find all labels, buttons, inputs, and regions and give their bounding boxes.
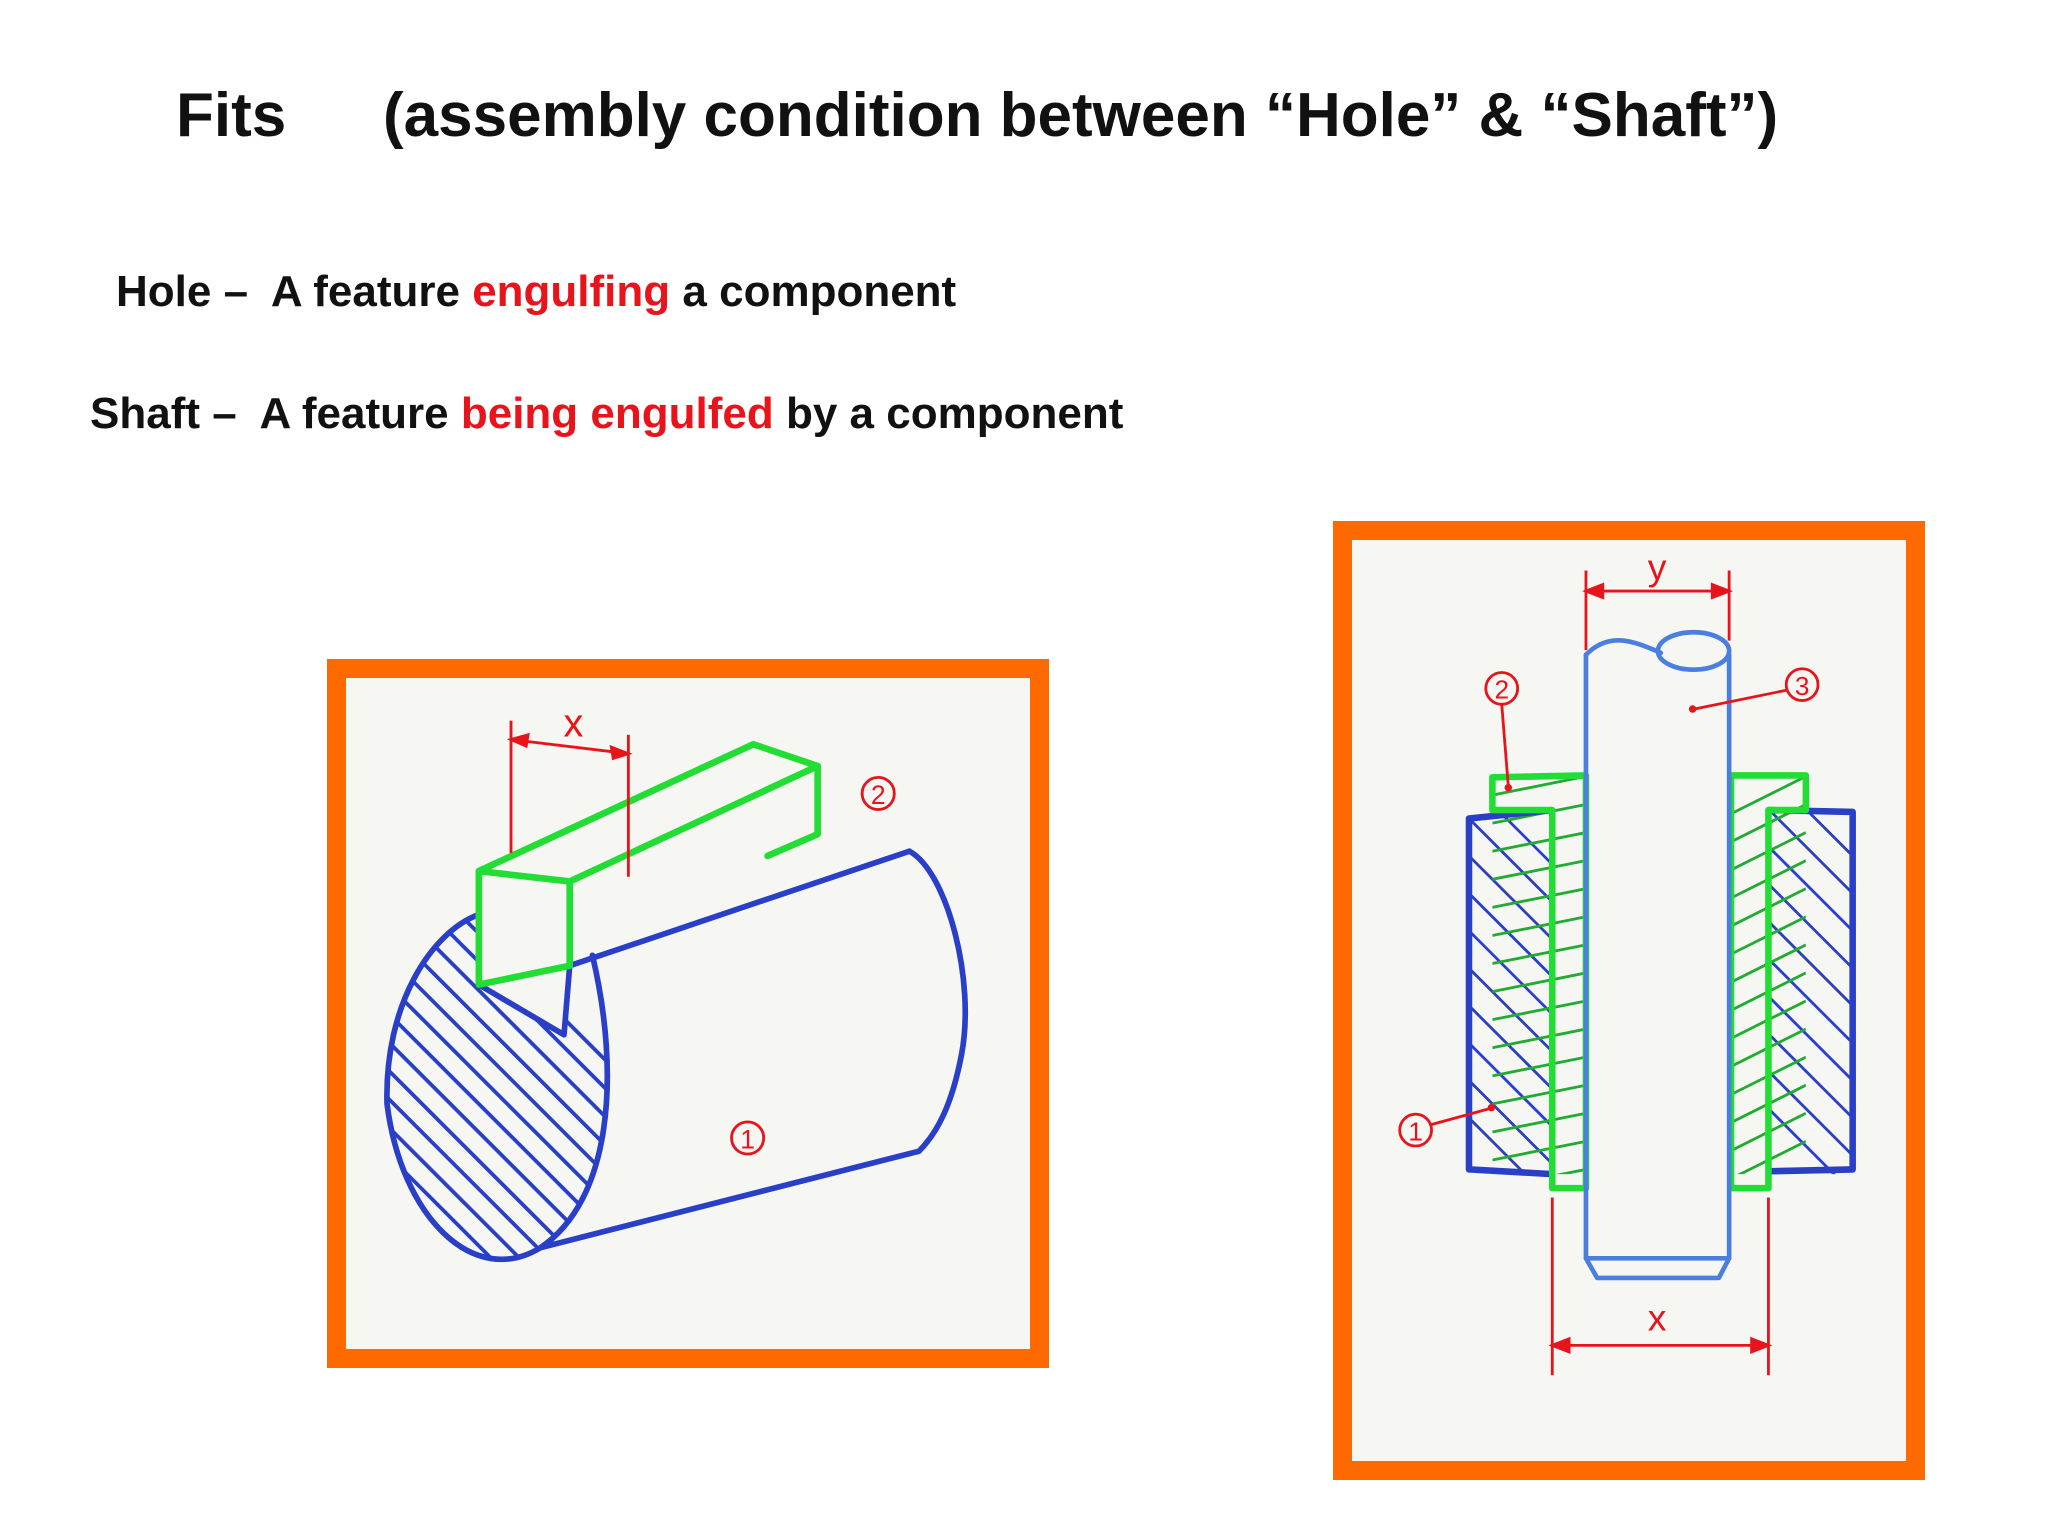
shaft-term: Shaft – xyxy=(90,389,237,438)
right-balloon-3-label: 3 xyxy=(1795,671,1810,701)
right-balloon-2-label: 2 xyxy=(1494,675,1509,705)
right-balloon-3: 3 xyxy=(1688,667,1820,713)
hole-definition: Hole – A feature engulfing a component xyxy=(116,270,956,314)
shaft-hatching xyxy=(385,914,608,1260)
shaft-part xyxy=(1583,629,1732,1281)
left-dimension-x xyxy=(506,720,633,877)
hole-definition-before: A feature xyxy=(270,267,460,316)
right-top-dimension-label: y xyxy=(1648,546,1667,588)
right-bottom-dimension-label: x xyxy=(1648,1296,1667,1338)
right-dimension-x xyxy=(1548,1197,1773,1376)
left-dimension-label: x xyxy=(564,702,584,746)
shaft-key-drawing: x 2 1 xyxy=(384,702,969,1262)
shaft-definition-highlight: being engulfed xyxy=(460,389,774,438)
key-part xyxy=(475,740,821,988)
assembly-section-drawing: y x 2 3 1 xyxy=(1398,546,1856,1376)
shaft-key-figure: x 2 1 xyxy=(327,659,1049,1368)
left-balloon-1-label: 1 xyxy=(740,1124,755,1154)
assembly-section-figure: y x 2 3 1 xyxy=(1333,521,1925,1480)
page-title: Fits xyxy=(176,81,287,150)
hole-hatching xyxy=(1468,810,1853,1175)
right-dimension-y xyxy=(1582,570,1734,651)
hole-definition-highlight: engulfing xyxy=(472,267,671,316)
left-balloon-1: 1 xyxy=(730,1120,766,1156)
page-subtitle: (assembly condition between “Hole” & “Sh… xyxy=(383,81,1779,150)
shaft-definition-after: by a component xyxy=(785,389,1124,438)
right-balloon-1-label: 1 xyxy=(1408,1116,1423,1146)
hole-definition-after: a component xyxy=(682,267,957,316)
shaft-definition: Shaft – A feature being engulfed by a co… xyxy=(90,392,1123,436)
left-balloon-2: 2 xyxy=(860,775,896,811)
key-hatching xyxy=(1492,775,1806,1175)
shaft-definition-before: A feature xyxy=(259,389,449,438)
right-balloon-1: 1 xyxy=(1398,1103,1496,1148)
hole-part xyxy=(1465,806,1856,1178)
shaft-body xyxy=(384,848,969,1262)
left-balloon-2-label: 2 xyxy=(871,780,886,810)
right-balloon-2: 2 xyxy=(1484,671,1520,792)
hole-term: Hole – xyxy=(116,267,249,316)
